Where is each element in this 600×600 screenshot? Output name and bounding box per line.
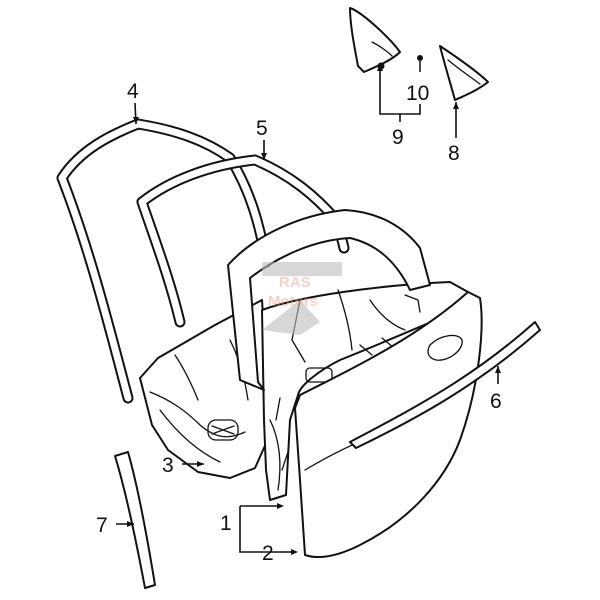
part-8-triangle-seal bbox=[439, 45, 489, 101]
watermark-line1: RAS bbox=[279, 274, 311, 291]
part-9-corner-cover bbox=[349, 7, 401, 73]
watermark-line2: Motors bbox=[268, 293, 318, 310]
callout-1: 1 bbox=[220, 512, 232, 535]
watermark-logo: RAS Motors bbox=[262, 262, 342, 335]
callout-9: 9 bbox=[392, 126, 404, 149]
callout-3: 3 bbox=[162, 454, 174, 477]
callout-5: 5 bbox=[256, 117, 268, 140]
callout-2: 2 bbox=[262, 542, 274, 565]
callout-labels: 4 5 6 8 9 10 3 7 1 2 bbox=[96, 80, 502, 565]
callout-8: 8 bbox=[448, 142, 460, 165]
part-6-body-molding bbox=[349, 321, 541, 449]
part-4-door-weatherstrip bbox=[56, 118, 272, 404]
part-10-screw bbox=[417, 55, 423, 72]
callout-4: 4 bbox=[127, 80, 139, 103]
leader-lines bbox=[116, 64, 501, 555]
part-7-applique bbox=[114, 451, 156, 589]
callout-7: 7 bbox=[96, 514, 108, 537]
callout-10: 10 bbox=[406, 82, 429, 105]
callout-6: 6 bbox=[490, 390, 502, 413]
